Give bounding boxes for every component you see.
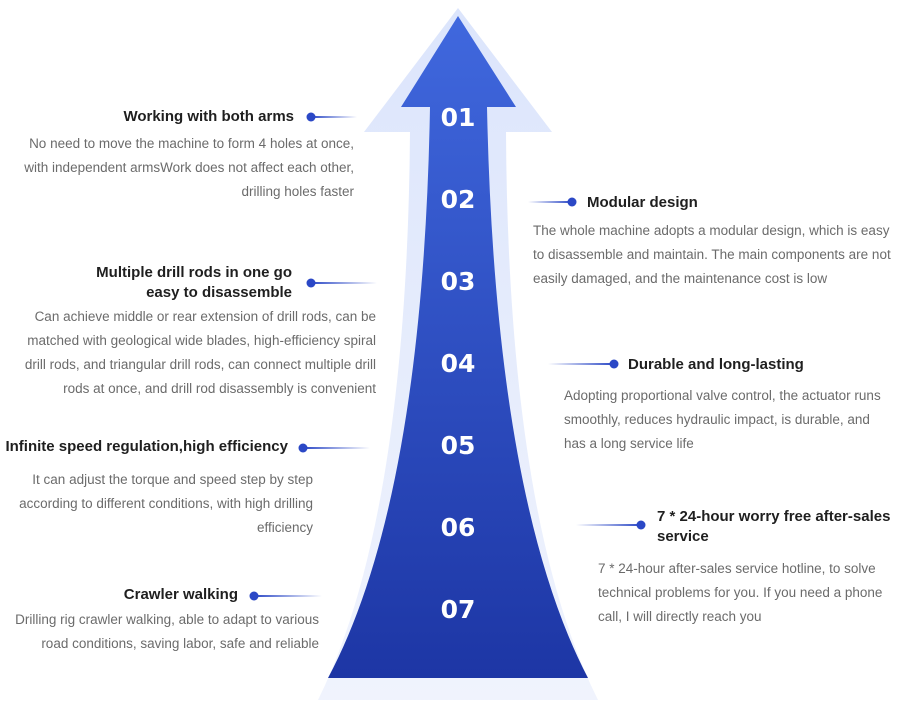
connector-crawler: [254, 595, 322, 597]
connector-dot-crawler: [249, 591, 259, 601]
connector-dot-after-sales: [636, 520, 646, 530]
connector-working-arms: [311, 116, 357, 118]
feature-desc-speed: It can adjust the torque and speed step …: [19, 472, 313, 535]
feature-title-drill-rods: Multiple drill rods in one go easy to di…: [96, 264, 292, 301]
connector-drill-rods: [311, 282, 377, 284]
feature-title-modular: Modular design: [587, 194, 698, 211]
feature-desc-durable: Adopting proportional valve control, the…: [564, 388, 881, 451]
step-number-04: 04: [440, 349, 476, 378]
connector-dot-working-arms: [306, 112, 316, 122]
connector-speed: [303, 447, 370, 449]
step-number-05: 05: [440, 431, 476, 460]
step-number-01: 01: [440, 103, 476, 132]
connector-dot-drill-rods: [306, 278, 316, 288]
connector-after-sales: [576, 524, 641, 526]
feature-desc-drill-rods: Can achieve middle or rear extension of …: [24, 309, 376, 396]
arrow-body: [328, 16, 588, 678]
step-number-02: 02: [440, 185, 476, 214]
feature-desc-modular: The whole machine adopts a modular desig…: [533, 223, 891, 286]
step-number-03: 03: [440, 267, 476, 296]
feature-desc-crawler: Drilling rig crawler walking, able to ad…: [15, 612, 319, 651]
feature-title-durable: Durable and long-lasting: [628, 356, 804, 373]
step-number-07: 07: [440, 595, 476, 624]
feature-desc-working-arms: No need to move the machine to form 4 ho…: [24, 136, 354, 199]
step-number-06: 06: [440, 513, 476, 542]
connector-dot-durable: [609, 359, 619, 369]
feature-desc-after-sales: 7 * 24-hour after-sales service hotline,…: [598, 561, 883, 624]
feature-title-speed: Infinite speed regulation,high efficienc…: [5, 438, 288, 455]
connector-durable: [548, 363, 614, 365]
connector-dot-modular: [567, 197, 577, 207]
feature-title-working-arms: Working with both arms: [123, 108, 294, 125]
feature-title-after-sales: 7 * 24-hour worry free after-sales servi…: [657, 508, 891, 545]
connector-dot-speed: [298, 443, 308, 453]
feature-title-crawler: Crawler walking: [123, 586, 238, 603]
connector-modular: [528, 201, 572, 203]
